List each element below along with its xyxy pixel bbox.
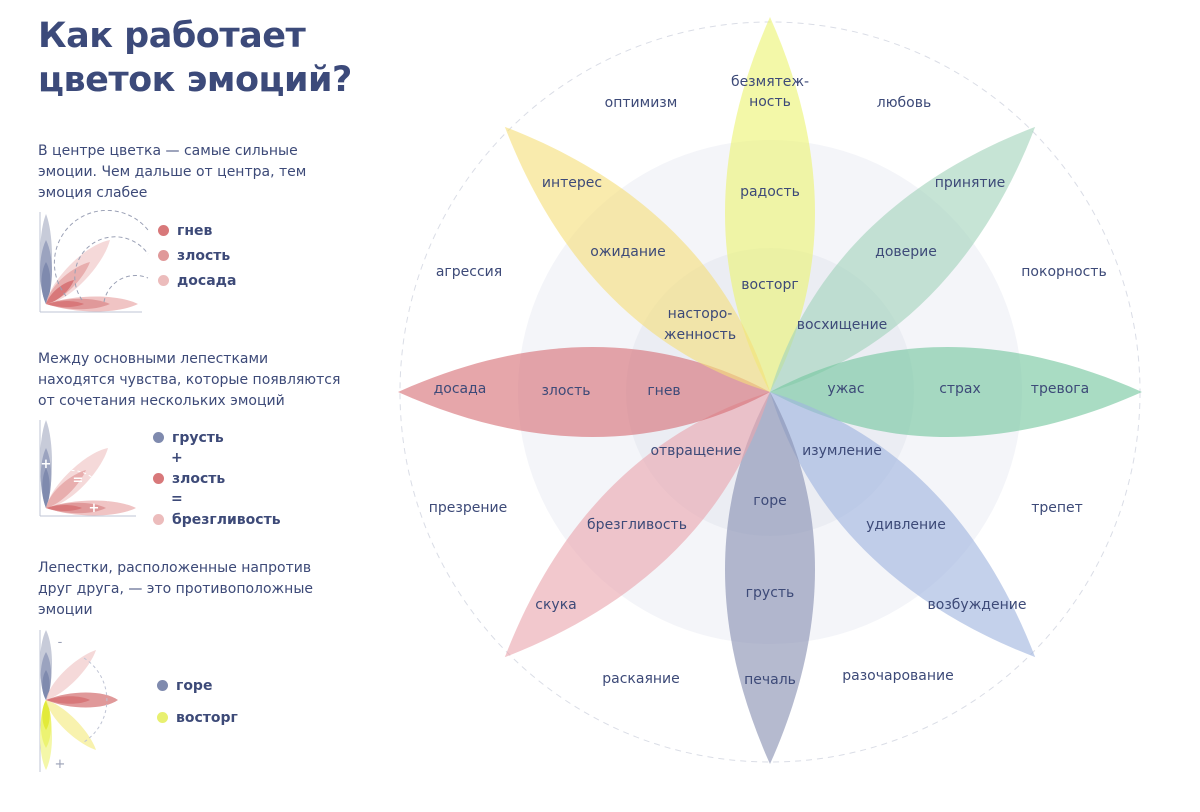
label-interes: интерес [542, 175, 602, 191]
label-radost: радость [740, 184, 800, 200]
legend-item-vostorg: восторг [157, 705, 238, 730]
legend-item-gnev: гнев [158, 218, 236, 243]
legend-label-gnev: гнев [177, 222, 213, 239]
dyad-labels: любовь покорность трепет разочарование р… [429, 95, 1107, 687]
section-3-description: Лепестки, расположенные напротив друг др… [38, 558, 358, 621]
dyad-prezrenie: презрение [429, 500, 507, 516]
legend-item-grust: грусть [153, 425, 281, 450]
flower-petals [398, 17, 1142, 764]
label-dosada: досада [434, 381, 487, 397]
legend-label-vostorg: восторг [176, 709, 238, 726]
petal-joy [725, 17, 815, 392]
section-2-line-1: Между основными лепестками [38, 351, 269, 367]
legend-dot-zlost-2 [153, 473, 164, 484]
legend-item-zlost: злость [158, 243, 236, 268]
label-vostorg: восторг [741, 277, 798, 293]
label-doverie: доверие [875, 244, 937, 260]
mini-plus: + [55, 757, 66, 772]
label-brezglivost: брезгливость [587, 517, 687, 533]
section-1-description: В центре цветка — самые сильные эмоции. … [38, 141, 358, 204]
label-uzhas: ужас [827, 381, 864, 397]
legend-item-gore: горе [157, 673, 238, 698]
label-trevoga: тревога [1031, 381, 1089, 397]
section-2-legend: грусть + злость = брезгливость [153, 425, 281, 532]
label-nastorozhennost-1: насторо- [668, 306, 733, 322]
legend-dot-brezglivost [153, 514, 164, 525]
legend-item-zlost-2: злость [153, 466, 281, 491]
label-izumlenie: изумление [802, 443, 882, 459]
intensity-mini-diagram [39, 210, 149, 313]
legend-label-zlost-2: злость [172, 470, 226, 487]
legend-dot-zlost [158, 250, 169, 261]
dyad-lyubov: любовь [877, 95, 931, 111]
legend-label-zlost: злость [177, 247, 231, 264]
legend-label-gore: горе [176, 677, 213, 694]
petal-disgust [504, 392, 770, 658]
petal-anger [398, 347, 770, 437]
label-ozhidanie: ожидание [590, 244, 665, 260]
legend-dot-gore [157, 680, 168, 691]
petal-surprise [770, 392, 1036, 658]
opposite-mini-diagram: - + [39, 630, 118, 772]
dyad-trepet: трепет [1031, 500, 1083, 516]
label-otvrashchenie: отвращение [650, 443, 741, 459]
legend-dot-dosada [158, 275, 169, 286]
legend-dot-vostorg [157, 712, 168, 723]
section-1-line-3: эмоция слабее [38, 185, 148, 201]
label-skuka: скука [535, 597, 576, 613]
section-1-line-2: эмоции. Чем дальше от центра, тем [38, 164, 307, 180]
label-bezmyatezhnost-2: ность [749, 94, 791, 110]
combination-mini-diagram: + = + [39, 420, 136, 517]
dyad-razocharovanie: разочарование [842, 668, 953, 684]
section-2-description: Между основными лепестками находятся чув… [38, 349, 358, 412]
flower-labels: безмятеж- ность радость восторг принятие… [434, 74, 1090, 688]
section-3-line-3: эмоции [38, 602, 93, 618]
section-2-line-2: находятся чувства, которые появляются [38, 372, 341, 388]
dyad-raskayanie: раскаяние [602, 671, 680, 687]
label-voshishchenie: восхищение [797, 317, 888, 333]
legend-dot-gnev [158, 225, 169, 236]
dyad-agressiya: агрессия [436, 264, 502, 280]
petal-anticipation [504, 126, 770, 392]
mini-equals: = [73, 473, 84, 488]
legend-item-brezglivost: брезгливость [153, 507, 281, 532]
title-line-2: цветок эмоций? [38, 60, 352, 100]
label-strakh: страх [939, 381, 981, 397]
mini-plus-2: + [89, 501, 100, 516]
label-grust: грусть [746, 585, 795, 601]
petal-fear [770, 347, 1142, 437]
legend-label-dosada: досада [177, 272, 237, 289]
legend-item-dosada: досада [158, 268, 236, 293]
legend-dot-grust [153, 432, 164, 443]
section-1-legend: гнев злость досада [158, 218, 236, 293]
label-zlost: злость [541, 383, 590, 399]
mini-plus-1: + [41, 457, 52, 472]
label-pechal: печаль [744, 672, 796, 688]
section-2-line-3: от сочетания нескольких эмоций [38, 393, 285, 409]
label-prinyatie: принятие [935, 175, 1006, 191]
section-3-legend: горе восторг [157, 673, 238, 730]
legend-plus-sign: + [171, 450, 183, 466]
page-title: Как работает цветок эмоций? [38, 14, 352, 102]
petal-sadness [725, 392, 815, 764]
label-gnev: гнев [647, 383, 680, 399]
section-1-line-1: В центре цветка — самые сильные [38, 143, 298, 159]
label-gore: горе [753, 493, 786, 509]
label-bezmyatezhnost-1: безмятеж- [731, 74, 809, 90]
legend-label-brezglivost: брезгливость [172, 511, 281, 528]
dyad-pokornost: покорность [1021, 264, 1106, 280]
title-line-1: Как работает [38, 16, 306, 56]
mini-minus: - [58, 635, 63, 650]
dyad-optimizm: оптимизм [605, 95, 678, 111]
label-nastorozhennost-2: женность [664, 327, 736, 343]
legend-label-grust: грусть [172, 429, 224, 446]
legend-equals-sign: = [171, 491, 183, 507]
section-3-line-2: друг друга, — это противоположные [38, 581, 313, 597]
petal-trust [770, 126, 1036, 392]
label-udivlenie: удивление [866, 517, 946, 533]
label-vozbuzhdenie: возбуждение [928, 597, 1027, 613]
section-3-line-1: Лепестки, расположенные напротив [38, 560, 312, 576]
